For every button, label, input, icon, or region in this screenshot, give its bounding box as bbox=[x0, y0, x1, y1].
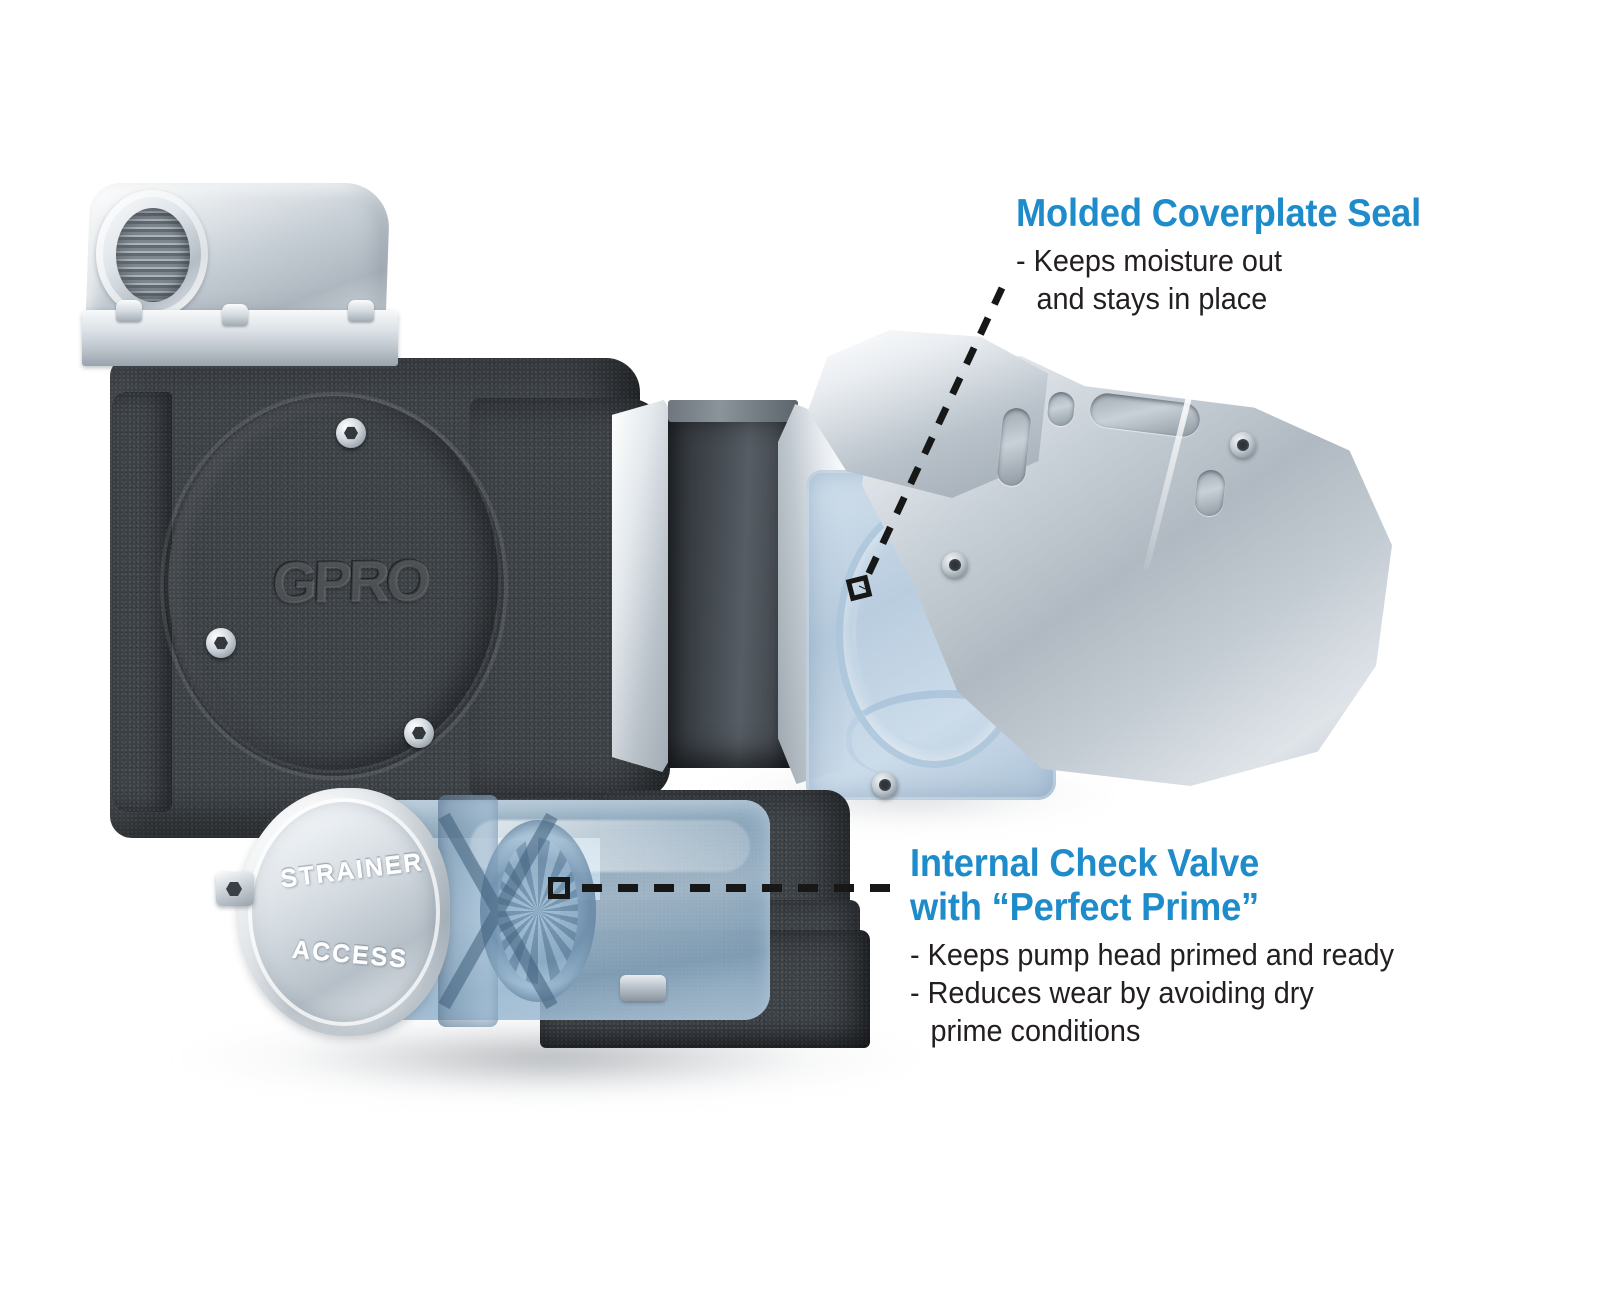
strainer-cap-hex-fitting bbox=[216, 872, 254, 906]
check-valve-vanes bbox=[498, 838, 578, 984]
coverplate-screw-lower bbox=[872, 772, 898, 798]
bullet-text: - Reduces wear by avoiding dry bbox=[910, 975, 1314, 1010]
bullet-text: - Keeps moisture out bbox=[1016, 243, 1283, 278]
motor-barrel bbox=[668, 406, 798, 768]
callout-title-check-valve-line1: Internal Check Valve bbox=[910, 842, 1260, 885]
inlet-threaded-bore bbox=[116, 208, 190, 302]
bullet-item: - Keeps moisture out and stays in place bbox=[1016, 242, 1421, 318]
callout-molded-coverplate-seal: Molded Coverplate Seal - Keeps moisture … bbox=[1016, 192, 1452, 318]
motor-barrel-top-edge bbox=[668, 400, 798, 422]
bullet-text: - Keeps pump head primed and ready bbox=[910, 937, 1395, 972]
coverplate-screw-right bbox=[1230, 432, 1256, 458]
flange-boss-left bbox=[116, 300, 142, 322]
pump-end-cover-rim bbox=[160, 392, 508, 780]
flange-boss-right bbox=[348, 300, 374, 322]
bullet-text-cont: prime conditions bbox=[930, 1013, 1141, 1048]
bullet-item: - Reduces wear by avoiding dry prime con… bbox=[910, 974, 1394, 1050]
bullet-text-cont: and stays in place bbox=[1036, 281, 1268, 316]
bullet-item: - Keeps pump head primed and ready bbox=[910, 936, 1394, 974]
foot-dowel-pin bbox=[620, 975, 666, 1001]
flange-boss-center bbox=[222, 304, 248, 326]
marker-check-valve bbox=[548, 877, 570, 899]
cover-screw-bottom bbox=[404, 718, 434, 748]
callout-title-coverplate-seal: Molded Coverplate Seal bbox=[1016, 192, 1422, 235]
coverplate-screw-center bbox=[942, 552, 968, 578]
cover-screw-top bbox=[336, 418, 366, 448]
callout-bullets-check-valve: - Keeps pump head primed and ready - Red… bbox=[910, 936, 1394, 1050]
callout-bullets-coverplate-seal: - Keeps moisture out and stays in place bbox=[1016, 242, 1421, 318]
strainer-support-ribs bbox=[438, 812, 558, 1010]
callout-internal-check-valve: Internal Check Valve with “Perfect Prime… bbox=[910, 842, 1430, 1050]
cover-screw-left bbox=[206, 628, 236, 658]
strainer-cap-rim bbox=[248, 798, 440, 1026]
callout-title-check-valve-line2: with “Perfect Prime” bbox=[910, 886, 1260, 929]
